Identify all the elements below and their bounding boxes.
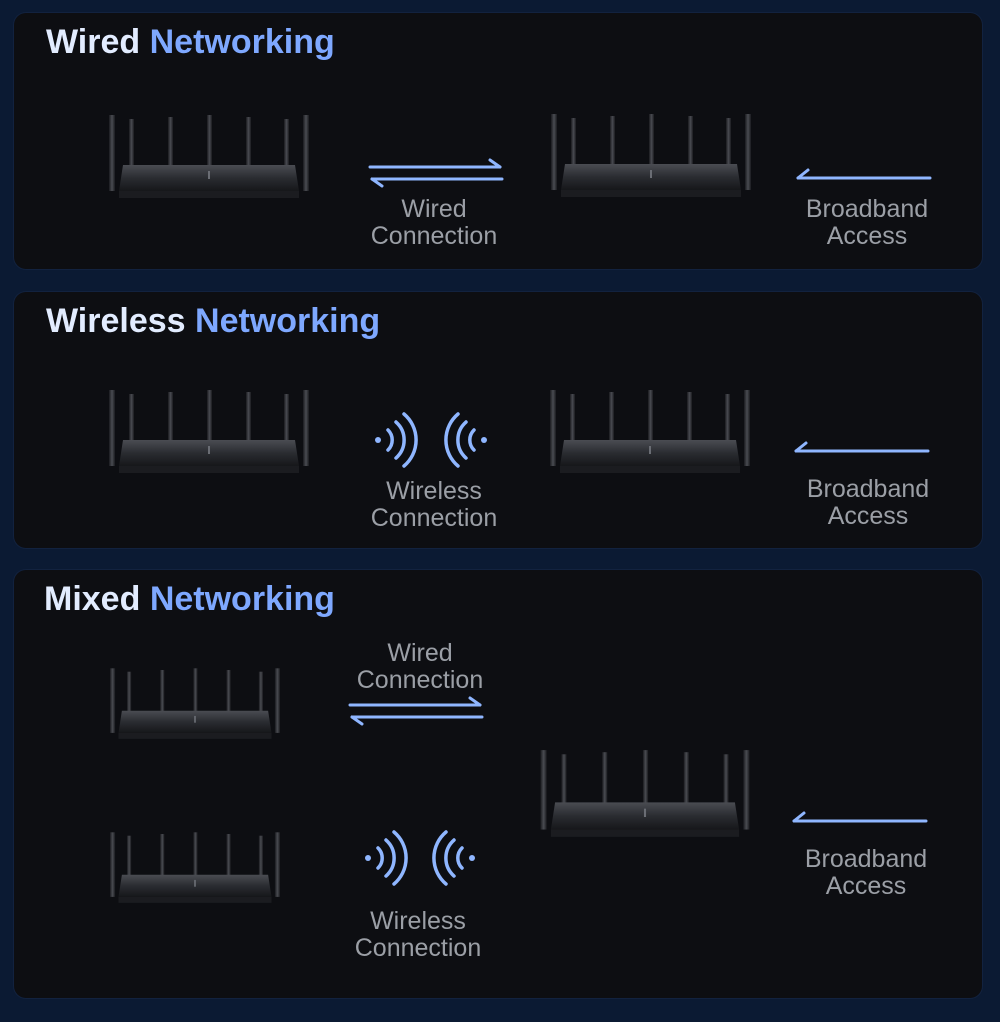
label-line1: Wired [387, 639, 453, 667]
connection-label: Wireless Connection [334, 478, 534, 532]
section-title: Wired Networking [46, 23, 335, 62]
connection-label: Wired Connection [334, 196, 534, 250]
label-line1: Broadband [806, 475, 930, 503]
double-arrow-icon [366, 158, 506, 193]
title-part1: Mixed [44, 580, 141, 618]
label-line1: Wireless [370, 907, 466, 935]
wireless-connection-label: Wireless Connection [318, 908, 518, 962]
broadband-label: Broadband Access [767, 196, 967, 250]
title-part2: Networking [149, 580, 335, 618]
router-icon [110, 666, 280, 742]
label-line1: Wireless [386, 477, 482, 505]
left-arrow-icon [794, 166, 934, 187]
label-line2: Connection [370, 222, 498, 250]
label-line2: Connection [354, 934, 482, 962]
wifi-waves-left-icon [442, 410, 492, 475]
mixed-networking-panel: Mixed Networking Wired Connection Wirele… [14, 570, 982, 998]
title-part2: Networking [195, 302, 381, 340]
broadband-label: Broadband Access [766, 846, 966, 900]
router-icon [540, 748, 750, 840]
label-line2: Access [825, 872, 907, 900]
router-icon [551, 112, 751, 200]
label-line1: Broadband [805, 195, 929, 223]
wireless-networking-panel: Wireless Networking Wireless Connection … [14, 292, 982, 548]
left-arrow-icon [790, 809, 930, 830]
label-line1: Broadband [804, 845, 928, 873]
label-line2: Access [827, 502, 909, 530]
section-title: Wireless Networking [46, 302, 380, 341]
wired-networking-panel: Wired Networking Wired Connection Broadb… [14, 13, 982, 269]
label-line2: Connection [356, 666, 484, 694]
title-part1: Wireless [46, 302, 186, 340]
router-icon [109, 113, 309, 201]
double-arrow-icon [346, 696, 486, 731]
label-line2: Access [826, 222, 908, 250]
router-icon [109, 388, 309, 476]
left-arrow-icon [792, 439, 932, 460]
section-title: Mixed Networking [44, 580, 335, 619]
wifi-waves-right-icon [370, 410, 420, 475]
wired-connection-label: Wired Connection [320, 640, 520, 694]
title-part1: Wired [46, 23, 141, 61]
broadband-label: Broadband Access [768, 476, 968, 530]
wifi-waves-right-icon [360, 828, 410, 893]
router-icon [110, 830, 280, 906]
label-line1: Wired [401, 195, 467, 223]
router-icon [550, 388, 750, 476]
title-part2: Networking [149, 23, 335, 61]
label-line2: Connection [370, 504, 498, 532]
wifi-waves-left-icon [430, 828, 480, 893]
